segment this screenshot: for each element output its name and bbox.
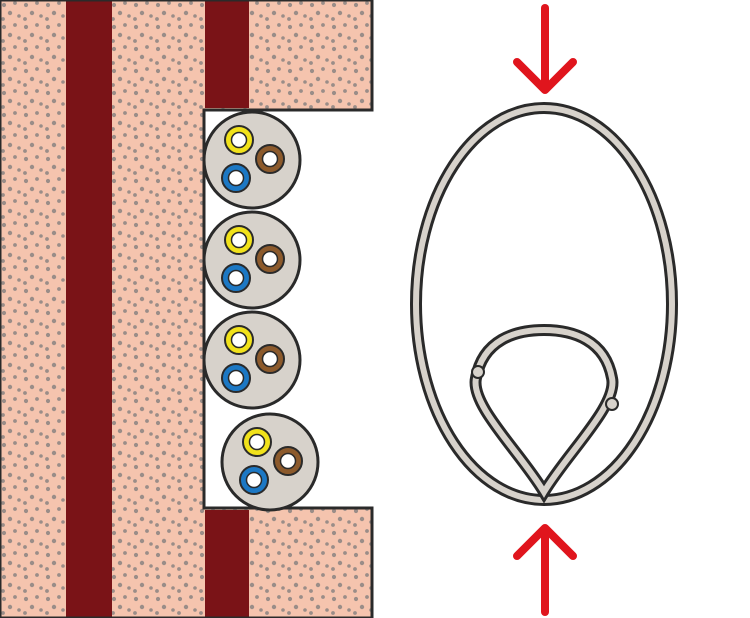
- wall-section: [0, 0, 374, 618]
- top-arrow-head: [513, 58, 577, 94]
- wall-bar-left: [66, 0, 112, 618]
- core-conductor: [227, 269, 245, 287]
- core-conductor: [261, 350, 279, 368]
- bottom-arrow-head: [513, 524, 577, 560]
- cable-icon: [202, 210, 302, 310]
- core-conductor: [279, 452, 297, 470]
- inner-loop-core: [472, 326, 616, 498]
- wall-bar-right-bottom: [205, 510, 249, 618]
- cable-sheath: [202, 110, 302, 210]
- core-conductor: [230, 331, 248, 349]
- cable-icon: [202, 110, 302, 210]
- outer-loop-core: [413, 105, 675, 503]
- cable-bundle: [202, 110, 320, 512]
- inner-loop-icon: [469, 323, 619, 504]
- loop-knob-left: [471, 365, 485, 379]
- core-conductor: [245, 471, 263, 489]
- core-conductor: [230, 231, 248, 249]
- cable-sheath: [202, 210, 302, 310]
- cable-loop: [410, 102, 678, 506]
- cable-icon: [220, 412, 320, 512]
- core-conductor: [227, 369, 245, 387]
- core-conductor: [261, 250, 279, 268]
- wall-outline: [0, 0, 374, 618]
- bottom-arrow: [513, 524, 577, 616]
- core-conductor: [248, 433, 266, 451]
- wall-body: [0, 0, 372, 618]
- core-conductor: [230, 131, 248, 149]
- core-conductor: [227, 169, 245, 187]
- top-arrow: [513, 4, 577, 94]
- cable-sheath: [220, 412, 320, 512]
- cable-sheath: [202, 310, 302, 410]
- wall-bar-right-top: [205, 0, 249, 108]
- loop-knob-right: [605, 397, 619, 411]
- core-conductor: [261, 150, 279, 168]
- cable-icon: [202, 310, 302, 410]
